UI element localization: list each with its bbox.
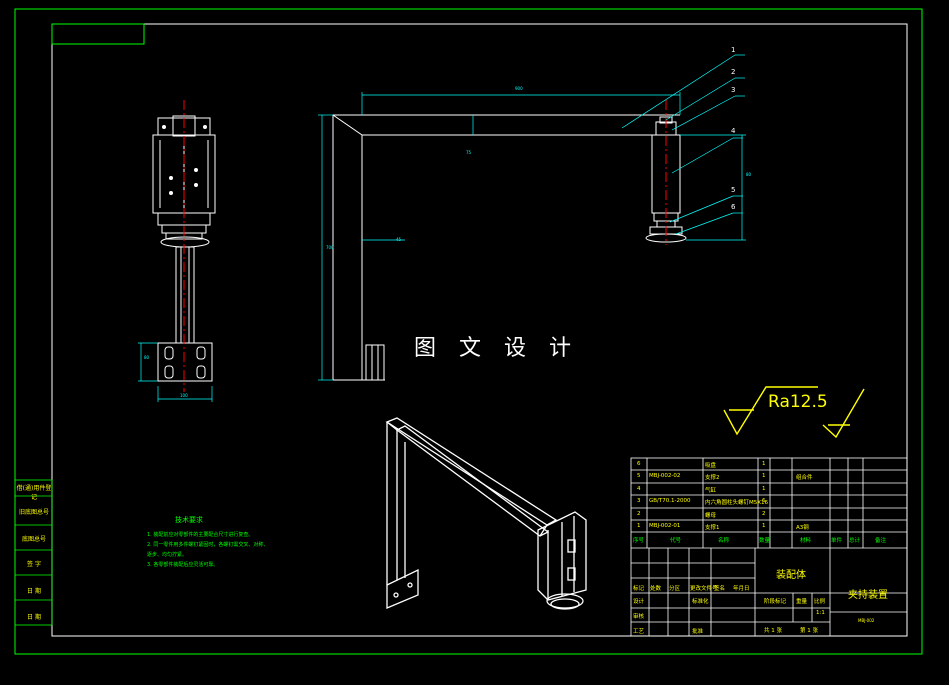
balloon-1: 1 [731, 46, 736, 54]
balloon-3: 3 [731, 86, 736, 94]
side-label-1: 旧底图总号 [18, 509, 49, 516]
row-mid-0: 处数 [650, 586, 662, 592]
outer-border [14, 8, 923, 655]
tech-req-line-2: 2. 同一零件用多件螺钉紧固时，各螺钉需交叉、对称、 [147, 542, 269, 548]
bom-cell-material: A3钢 [796, 525, 809, 531]
scale-label: 比例 [814, 599, 826, 605]
weight-label: 重量 [796, 599, 808, 605]
side-label-2: 底图总号 [21, 536, 46, 543]
bom-cell-seq: 5 [637, 473, 641, 479]
bom-header-qty: 数量 [759, 538, 771, 544]
bom-cell-code: GB/T70.1-2000 [649, 498, 691, 504]
dim-base-width: 100 [180, 393, 188, 398]
roughness-label: Ra12.5 [768, 392, 828, 412]
tech-req-line-4: 3. 各零部件装配后应灵活可靠。 [147, 562, 219, 568]
bom-cell-name: 吸盘 [705, 463, 717, 469]
bom-header-name: 名称 [718, 538, 730, 544]
row-mid-2: 批准 [692, 629, 704, 635]
row-left-0: 标记 [633, 586, 645, 592]
bom-header-total: 总计 [849, 538, 861, 544]
bom-cell-code: MBJ-002-01 [649, 523, 681, 529]
bom-header-seq: 序号 [633, 538, 645, 544]
side-column [14, 479, 53, 626]
drawing-code: MBJ-002 [858, 618, 875, 623]
bom-cell-name: 支撑2 [705, 475, 720, 481]
bom-cell-name: 支撑1 [705, 525, 720, 531]
dim-inner-b: 45 [396, 237, 402, 242]
row-left-3: 工艺 [633, 629, 645, 635]
bom-cell-seq: 1 [637, 523, 641, 529]
front-view-dims [318, 92, 746, 381]
sheet-total: 共 1 张 [764, 628, 782, 634]
bom-header-material: 材料 [800, 538, 812, 544]
inner-border [51, 23, 908, 637]
bom-cell-seq: 2 [637, 511, 641, 517]
balloon-5: 5 [731, 186, 736, 194]
balloon-4: 4 [731, 127, 736, 135]
side-label-3: 签 字 [27, 561, 41, 568]
tech-req-title: 技术要求 [175, 516, 203, 524]
corner-box [51, 23, 145, 45]
dim-inner-a: 75 [466, 150, 472, 155]
row-left-2: 审核 [633, 614, 645, 620]
side-view-dims [138, 342, 213, 402]
bom-cell-code: MBJ-002-02 [649, 473, 681, 479]
dim-top-width: 900 [515, 86, 523, 91]
dim-base-height: 80 [144, 355, 150, 360]
stage-label: 阶段标记 [764, 599, 787, 605]
side-view-bolts [162, 125, 207, 195]
balloon-2: 2 [731, 68, 736, 76]
extra-0: 分区 [669, 586, 681, 592]
extra-2: 签名 [714, 586, 726, 592]
dim-right-height: 80 [746, 172, 752, 177]
bom-cell-material: 组合件 [796, 475, 813, 481]
tech-req-line-1: 1. 装配前应对零部件的主要配合尺寸进行复查。 [147, 532, 254, 538]
title-block [630, 457, 908, 637]
bom-cell-qty: 1 [762, 461, 766, 467]
side-label-5: 日 期 [27, 614, 41, 621]
bom-cell-seq: 3 [637, 498, 641, 504]
iso-view [385, 417, 587, 610]
row-mid-1: 标准化 [692, 599, 709, 605]
bom-cell-qty: 2 [762, 511, 766, 517]
watermark-text: 图 文 设 计 [414, 336, 579, 361]
sheet-no: 第 1 张 [800, 628, 818, 634]
extra-1: 更改文件号 [690, 586, 718, 592]
bom-cell-qty: 1 [762, 473, 766, 479]
extra-3: 年月日 [733, 586, 750, 592]
leader-lines [621, 54, 745, 235]
bom-header-unit: 单件 [831, 538, 843, 544]
dim-left-height: 700 [326, 245, 334, 250]
bom-cell-seq: 6 [637, 461, 641, 467]
roughness-symbols [723, 386, 865, 439]
side-label-0: 借(通)用件登记 [16, 485, 52, 501]
side-label-4: 日 期 [27, 588, 41, 595]
row-left-1: 设计 [633, 599, 645, 605]
tech-req-line-3: 逐步、均匀拧紧。 [147, 552, 188, 558]
bom-cell-name: 内六角圆柱头螺钉M5X16 [705, 500, 769, 506]
bom-cell-seq: 4 [637, 486, 641, 492]
drawing-name: 夹持装置 [848, 590, 888, 601]
bom-cell-name: 气缸 [705, 488, 717, 494]
bom-header-code: 代号 [670, 538, 682, 544]
bom-cell-name: 螺母 [705, 513, 717, 519]
bom-cell-qty: 6 [762, 498, 766, 504]
balloon-6: 6 [731, 203, 736, 211]
assembly-label: 装配体 [776, 570, 806, 581]
bom-header-note: 备注 [875, 538, 887, 544]
bom-cell-qty: 1 [762, 523, 766, 529]
bom-cell-qty: 1 [762, 486, 766, 492]
scale-value: 1:1 [816, 610, 825, 616]
